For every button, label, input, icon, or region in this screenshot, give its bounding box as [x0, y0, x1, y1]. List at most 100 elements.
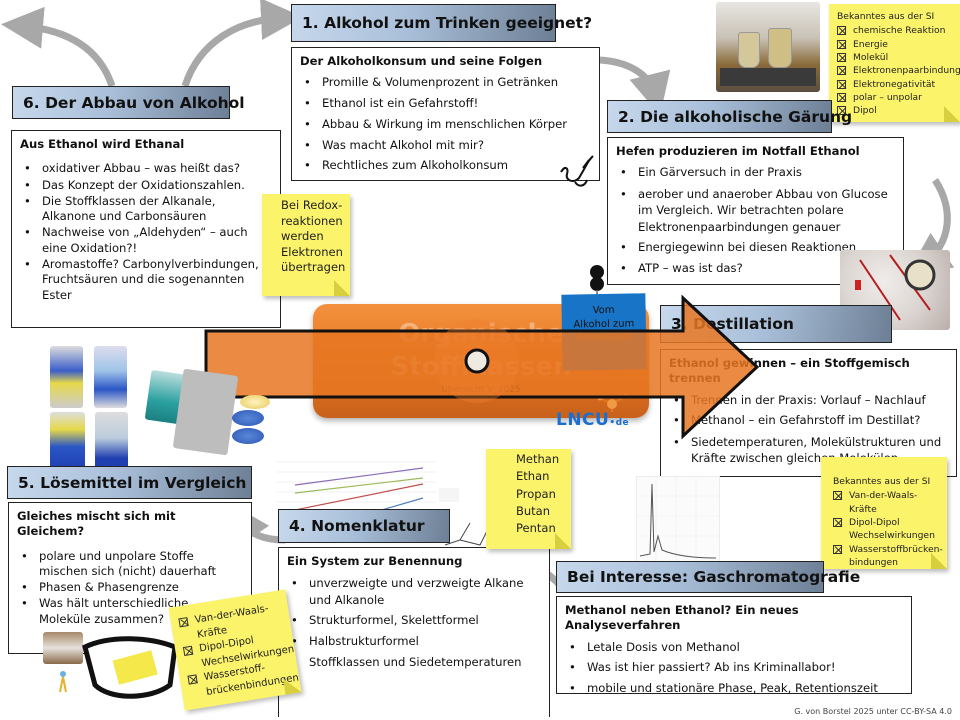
list-item: Was ist hier passiert? Ab ins Kriminalla…	[565, 660, 903, 676]
section-gc-content: Methanol neben Ethanol? Ein neues Analys…	[556, 596, 912, 697]
checkbox-icon	[837, 79, 846, 89]
boiling-point-chart-thumbnail	[267, 440, 467, 520]
arrow-6-to-1	[181, 0, 303, 88]
list-item: ATP – was ist das?	[616, 261, 895, 277]
list-item: Die Stoffklassen der Alkanale, Alkanone …	[20, 194, 272, 225]
list-item: Halbstrukturformel	[287, 634, 541, 650]
sticky-note-si-basics: Bekanntes aus der SI chemische Reaktion …	[829, 4, 960, 122]
chart-series-line	[294, 483, 424, 511]
footer-credit: G. von Borstel 2025 unter CC-BY-SA 4.0	[794, 707, 952, 716]
section-gc-title: Bei Interesse: Gaschromatografie	[556, 561, 860, 593]
checkbox-icon	[837, 106, 846, 116]
arrow-1-to-2	[599, 56, 671, 116]
distillation-photo	[840, 250, 950, 330]
section-2-title: 2. Die alkoholische Gärung	[607, 100, 852, 133]
list-item: Ethanol ist ein Gefahrstoff!	[300, 96, 591, 112]
section-5-title: 5. Lösemittel im Vergleich	[7, 466, 252, 499]
section-6-title: 6. Der Abbau von Alkohol	[12, 86, 245, 119]
pushpin-icon	[590, 265, 604, 296]
checklist-item: Dipol-Dipol Wechselwirkungen	[833, 516, 943, 543]
chromatogram-thumbnail	[636, 476, 720, 568]
stirrer-plate	[720, 68, 816, 86]
solvent-jar-photo	[95, 412, 128, 470]
section-6-subtitle: Aus Ethanol wird Ethanal	[20, 137, 185, 151]
section-4-content: Ein System zur Benennung unverzweigte un…	[278, 547, 550, 717]
chromatogram-peak	[639, 483, 717, 559]
checklist-item: Energie	[837, 38, 956, 51]
list-item: Stoffklassen und Siedetemperaturen	[287, 655, 541, 671]
list-item: polare und unpolare Stoffe mischen sich …	[17, 549, 243, 580]
checklist-item: Wasserstoffbrücken-bindungen	[833, 543, 943, 570]
solvent-jar-photo	[50, 412, 85, 470]
section-4-title: 4. Nomenklatur	[278, 509, 450, 543]
checklist-item: Van-der-Waals-Kräfte	[833, 489, 943, 516]
flask-icon	[768, 28, 792, 68]
section-5-subtitle: Gleiches mischt sich mit Gleichem?	[17, 509, 176, 539]
fermentation-apparatus-photo	[716, 2, 820, 92]
list-item: Letale Dosis von Methanol	[565, 640, 903, 656]
lncu-logo: LNCU•de	[556, 410, 630, 430]
checkbox-icon	[837, 53, 846, 63]
checklist-item: Dipol	[837, 104, 956, 117]
list-item: Nachweise von „Aldehyden“ – auch eine Ox…	[20, 225, 272, 256]
list-item: mobile und stationäre Phase, Peak, Reten…	[565, 681, 903, 697]
checklist-item: chemische Reaktion	[837, 24, 956, 37]
sticky-note-intermolecular-forces: Van-der-Waals-Kräfte Dipol-Dipol Wechsel…	[168, 589, 302, 711]
checkbox-icon	[837, 39, 846, 49]
section-1-content: Der Alkoholkonsum und seine Folgen Promi…	[291, 47, 600, 181]
checklist-item: Elektronegativität	[837, 78, 956, 91]
list-item: Was hält unterschiedliche Moleküle zusam…	[17, 596, 243, 627]
checkbox-icon	[178, 617, 189, 628]
skeletal-formula-sheet	[172, 368, 239, 456]
molecule-model-icon	[232, 410, 264, 426]
section-3-subtitle: Ethanol gewinnen – ein Stoffgemisch tren…	[669, 356, 910, 386]
distillation-apparatus-icon	[855, 254, 936, 321]
flask-icon	[738, 32, 760, 68]
checkbox-icon	[833, 491, 842, 501]
sticky-note-alkanes: Methan Ethan Propan Butan Pentan	[486, 449, 571, 549]
checkbox-icon	[182, 645, 194, 657]
chart-series-line	[294, 467, 424, 486]
checkbox-icon	[833, 544, 842, 554]
checklist-item: Elektronenpaarbindung	[837, 64, 960, 77]
list-item: Trennen in der Praxis: Vorlauf – Nachlau…	[669, 393, 948, 409]
section-6-content: Aus Ethanol wird Ethanal oxidativer Abba…	[11, 130, 281, 328]
section-3-title: 3. Destillation	[660, 305, 892, 343]
molecule-model-icon	[232, 428, 264, 444]
list-item: Aromastoffe? Carbonylverbindungen, Fruch…	[20, 257, 272, 303]
molecule-model-icon	[240, 395, 270, 409]
list-item: Methanol – ein Gefahrstoff im Destillat?	[669, 413, 948, 429]
checkbox-icon	[837, 26, 846, 36]
list-item: Promille & Volumenprozent in Getränken	[300, 75, 591, 91]
section-1-title: 1. Alkohol zum Trinken geeignet?	[291, 4, 592, 42]
checkbox-icon	[187, 674, 198, 685]
arrow-6-to-top-left	[1, 6, 116, 88]
list-item: Das Konzept der Oxidationszahlen.	[20, 178, 272, 194]
list-item: aerober und anaerober Abbau von Glucose …	[616, 186, 895, 235]
checkbox-icon	[837, 93, 846, 103]
skeletal-formula-icon	[444, 522, 489, 546]
list-item: Rechtliches zum Alkoholkonsum	[300, 158, 591, 174]
drinking-hand-icon	[560, 155, 594, 187]
list-item: Strukturformel, Skelettformel	[287, 613, 541, 629]
list-item: Phasen & Phasengrenze	[17, 580, 243, 596]
milk-glass-photo	[43, 632, 83, 664]
sticky-note-si-forces: Bekanntes aus der SI Van-der-Waals-Kräft…	[821, 457, 947, 569]
list-item: Was macht Alkohol mit mir?	[300, 138, 591, 154]
checkbox-icon	[833, 518, 842, 528]
molecule-figure-icon	[59, 671, 67, 693]
solvent-jar-photo	[94, 346, 127, 408]
sticky-note-theme: Vom Alkohol zum Aromastoff	[561, 293, 647, 371]
list-item: unverzweigte und verzweigte Alkane und A…	[287, 575, 541, 607]
checklist-item: polar – unpolar	[837, 91, 956, 104]
section-2-subtitle: Hefen produzieren im Notfall Ethanol	[616, 144, 860, 158]
chart-series-line	[294, 477, 424, 494]
section-1-subtitle: Der Alkoholkonsum und seine Folgen	[300, 54, 543, 68]
checkbox-icon	[837, 66, 846, 76]
list-item: Abbau & Wirkung im menschlichen Körper	[300, 117, 591, 133]
checklist-item: Molekül	[837, 51, 956, 64]
list-item: oxidativer Abbau – was heißt das?	[20, 161, 272, 177]
section-4-subtitle: Ein System zur Benennung	[287, 554, 463, 568]
solvent-jar-photo	[50, 346, 83, 408]
list-item: Ein Gärversuch in der Praxis	[616, 165, 895, 181]
